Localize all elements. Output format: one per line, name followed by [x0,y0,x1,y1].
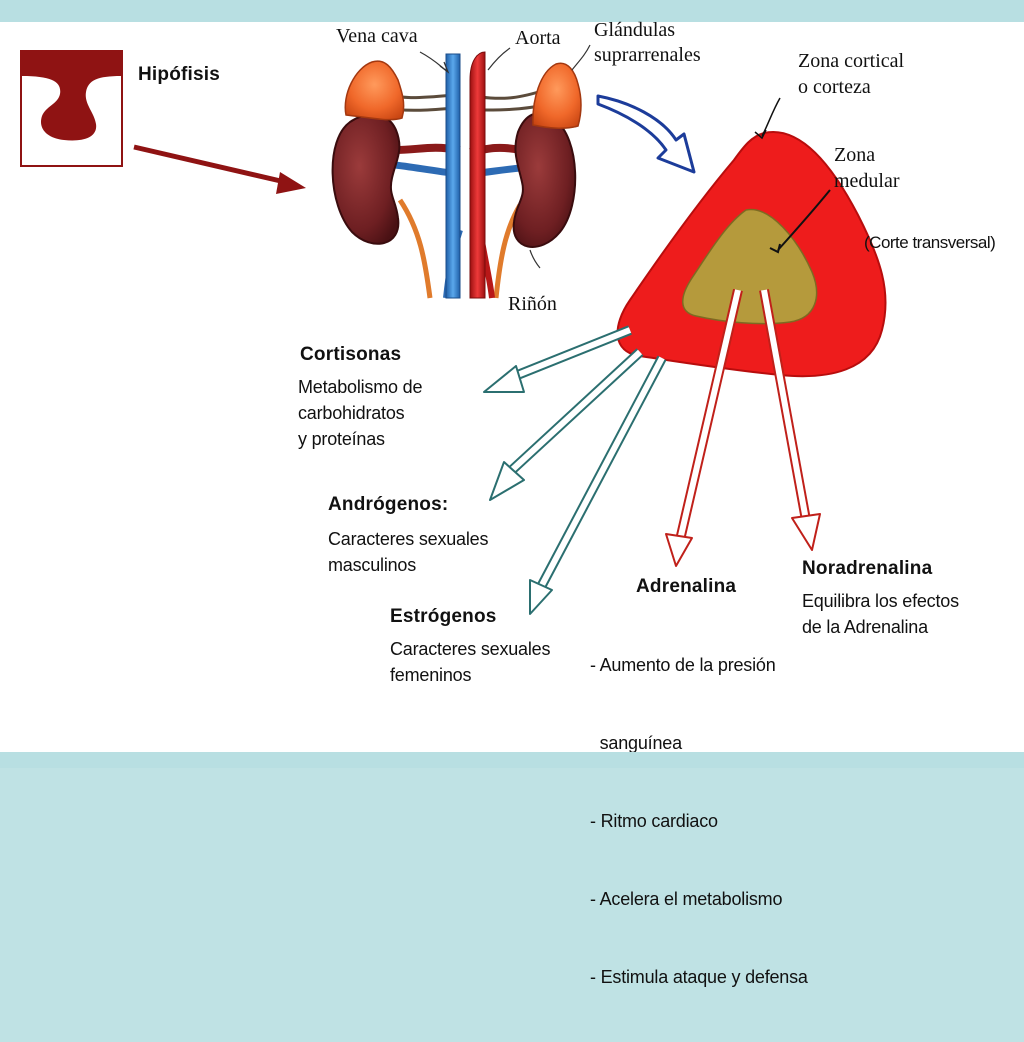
hormone-cortisonas: Cortisonas Metabolismo de carbohidratos … [298,344,422,452]
hormone-title: Cortisonas [300,344,402,365]
description-line: sanguínea [590,733,682,753]
kidney-label: Riñón [508,293,557,315]
description-line: - Aumento de la presión [590,655,776,675]
pituitary-icon [20,50,123,167]
description-line: carbohidratos [298,403,405,423]
description-line: Equilibra los efectos [802,591,959,611]
medulla-hormone-arrows [665,288,821,567]
medulla-label: Zona medular [834,142,900,194]
description-line: Caracteres sexuales [390,639,551,659]
cortex-label-line: o corteza [798,76,871,98]
hormone-description: Caracteres sexuales femeninos [390,636,550,688]
hormone-description: Caracteres sexuales masculinos [328,526,488,578]
hormone-title: Estrógenos [390,606,497,627]
pituitary-arrow [133,144,306,194]
cross-section-caption: (Corte transversal) [864,233,996,252]
description-line: masculinos [328,555,417,575]
top-band [0,0,1024,22]
description-line: Metabolismo de [298,377,423,397]
hormone-adrenalina: Adrenalina - Aumento de la presión sangu… [590,576,808,1042]
hormone-noradrenalina: Noradrenalina Equilibra los efectos de l… [802,558,959,640]
hormone-estrogenos: Estrógenos Caracteres sexuales femeninos [390,606,550,688]
hormone-androgenos: Andrógenos: Caracteres sexuales masculin… [328,494,488,578]
medulla-label-line: medular [834,170,900,192]
cortex-hormone-arrows [483,325,667,615]
hormone-description: - Aumento de la presión sanguínea - Ritm… [590,600,808,1042]
medulla-label-line: Zona [834,144,876,166]
description-line: y proteínas [298,429,385,449]
description-line: - Acelera el metabolismo [590,889,783,909]
description-line: femeninos [390,665,472,685]
arrow-noradrenalina [759,289,821,551]
cortex-label: Zona cortical o corteza [798,48,904,100]
arrow-adrenalina [665,288,743,567]
vena-cava-label: Vena cava [336,25,418,47]
hormone-title: Adrenalina [636,576,737,597]
description-line: - Estimula ataque y defensa [590,967,808,987]
hormone-description: Metabolismo de carbohidratos y proteínas [298,374,422,452]
adrenal-glands-label: Glándulas suprarrenales [594,18,701,68]
arrow-cortisonas [483,325,632,393]
adrenal-glands-label-line: suprarrenales [594,44,701,66]
cortex-label-line: Zona cortical [798,50,905,72]
arrow-androgenos [489,348,644,501]
zoom-arrow [596,94,696,174]
aorta-label: Aorta [515,27,561,49]
adrenal-cross-section [616,97,887,378]
diagram-stage: Hipófisis Vena cava Aorta Glándulas supr… [0,0,1024,987]
adrenal-glands-label-line: Glándulas [594,19,676,41]
hormone-title: Noradrenalina [802,558,933,579]
hormone-title: Andrógenos: [328,494,449,515]
description-line: - Ritmo cardiaco [590,811,718,831]
anatomy-illustration [20,44,887,615]
description-line: de la Adrenalina [802,617,928,637]
arrow-estrogenos [529,355,667,615]
description-line: Caracteres sexuales [328,529,489,549]
pituitary-label: Hipófisis [138,64,221,85]
bottom-band [0,752,1024,768]
kidney-illustration [331,44,591,299]
hormone-description: Equilibra los efectos de la Adrenalina [802,588,959,640]
